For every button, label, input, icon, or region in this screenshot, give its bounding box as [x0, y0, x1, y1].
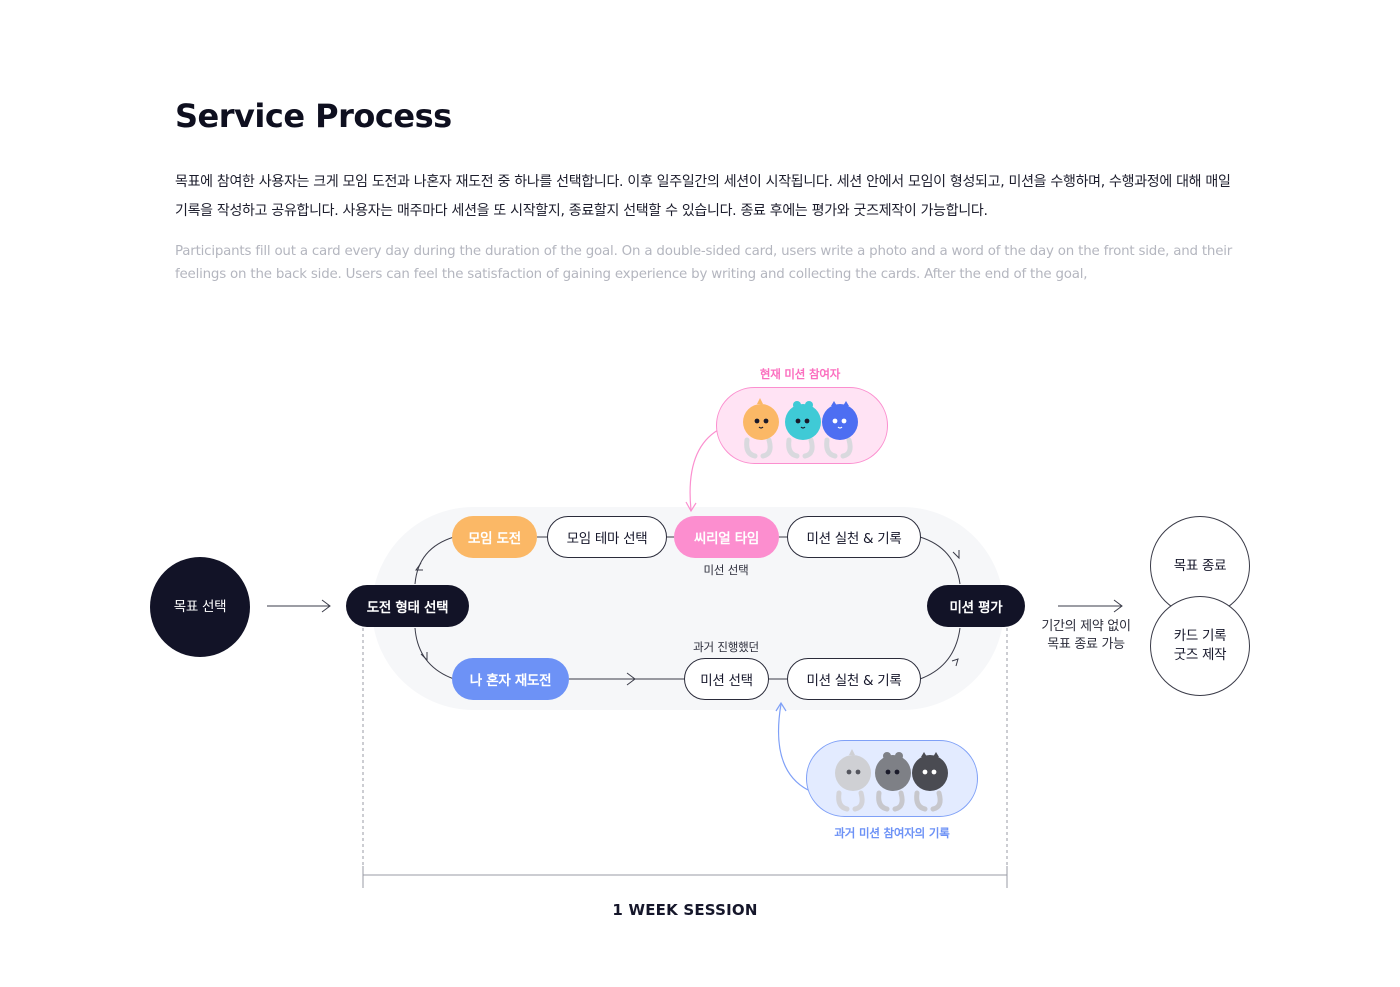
light-gray-character-icon — [835, 749, 871, 812]
choice-type-pill: 도전 형태 선택 — [346, 585, 469, 627]
end-goal-label: 목표 종료 — [1173, 557, 1227, 574]
page-title: Service Process — [175, 97, 452, 135]
description-english: Participants fill out a card every day d… — [175, 244, 1233, 282]
mission-select-pill: 미션 선택 — [684, 658, 769, 700]
practice-record-top-pill: 미션 실천 & 기록 — [787, 516, 921, 558]
group-theme-label: 모임 테마 선택 — [566, 531, 648, 547]
mission-select-note: 미선 선택 — [703, 563, 749, 577]
group-challenge-label: 모임 도전 — [468, 531, 521, 547]
goods-make-label: 굿즈 제작 — [1173, 647, 1227, 663]
past-records-label: 과거 미션 참여자의 기록 — [834, 826, 950, 840]
card-goods-circle: 카드 기록 굿즈 제작 — [1150, 596, 1250, 696]
card-record-label: 카드 기록 — [1173, 628, 1227, 644]
mission-select-label: 미션 선택 — [700, 673, 753, 689]
evaluation-label: 미션 평가 — [949, 600, 1003, 616]
start-goal-label: 목표 선택 — [173, 598, 227, 615]
practice-record-top-label: 미션 실천 & 기록 — [806, 531, 902, 547]
solo-retry-label: 나 혼자 재도전 — [469, 673, 552, 689]
evaluation-pill: 미션 평가 — [927, 585, 1025, 627]
gray-character-group-icon — [835, 749, 948, 812]
end-condition-line2: 목표 종료 가능 — [1047, 637, 1125, 652]
cereal-time-pill: 씨리얼 타임 — [674, 516, 779, 558]
group-theme-pill: 모임 테마 선택 — [547, 516, 667, 558]
session-label: 1 WEEK SESSION — [612, 901, 758, 919]
solo-retry-pill: 나 혼자 재도전 — [452, 658, 569, 700]
choice-type-label: 도전 형태 선택 — [366, 600, 449, 616]
blue-character-icon — [822, 401, 858, 459]
current-participants-bubble — [716, 387, 888, 464]
end-condition-line1: 기간의 제약 없이 — [1041, 619, 1131, 634]
practice-record-bottom-pill: 미션 실천 & 기록 — [787, 658, 921, 700]
past-records-bubble — [806, 740, 978, 817]
end-condition-note: 기간의 제약 없이 목표 종료 가능 — [1030, 618, 1142, 654]
current-participants-label: 현재 미션 참여자 — [759, 367, 841, 381]
start-goal-circle: 목표 선택 — [150, 557, 250, 657]
dark-gray-character-icon — [912, 752, 948, 812]
practice-record-bottom-label: 미션 실천 & 기록 — [806, 673, 902, 689]
teal-character-icon — [785, 401, 821, 459]
mid-gray-character-icon — [875, 752, 911, 812]
group-challenge-pill: 모임 도전 — [452, 516, 537, 558]
character-group-icon — [743, 398, 858, 459]
past-note: 과거 진행했던 — [693, 640, 759, 654]
cereal-time-label: 씨리얼 타임 — [694, 531, 759, 547]
orange-character-icon — [743, 398, 779, 459]
description-korean: 목표에 참여한 사용자는 크게 모임 도전과 나혼자 재도전 중 하나를 선택합… — [175, 174, 1231, 219]
